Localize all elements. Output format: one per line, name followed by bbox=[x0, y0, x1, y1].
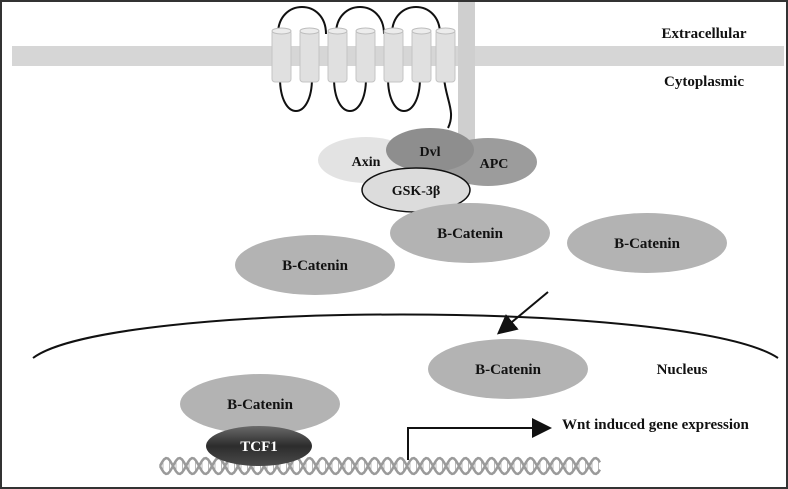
dvl-shape bbox=[386, 128, 474, 172]
frizzled-extracellular-loops bbox=[277, 6, 441, 35]
beta-catenin-complex-bound bbox=[390, 203, 550, 263]
frizzled-receptor bbox=[271, 29, 456, 83]
label-apc: APC bbox=[480, 157, 509, 172]
beta-catenin-dna-bound bbox=[180, 374, 340, 434]
label-extracellular: Extracellular bbox=[662, 26, 747, 42]
label-gsk3b: GSK-3β bbox=[392, 184, 441, 199]
beta-catenin-cytoplasmic-left bbox=[235, 235, 395, 295]
label-cytoplasmic: Cytoplasmic bbox=[664, 74, 744, 90]
nuclear-envelope bbox=[32, 313, 779, 359]
label-gene-expression: Wnt induced gene expression bbox=[562, 417, 749, 433]
label-beta-catenin-cytoplasmic-left: B-Catenin bbox=[282, 258, 348, 274]
translocation-arrow bbox=[496, 291, 549, 335]
beta-catenin-nuclear bbox=[428, 339, 588, 399]
label-beta-catenin-cytoplasmic-right: B-Catenin bbox=[614, 236, 680, 252]
frizzled-intracellular-loops bbox=[279, 77, 453, 129]
label-beta-catenin-nuclear: B-Catenin bbox=[475, 362, 541, 378]
label-nucleus: Nucleus bbox=[657, 362, 708, 378]
beta-catenin-cytoplasmic-right bbox=[567, 213, 727, 273]
label-tcf1: TCF1 bbox=[240, 439, 278, 455]
tcf1-shape bbox=[206, 426, 312, 466]
label-beta-catenin-dna-bound: B-Catenin bbox=[227, 397, 293, 413]
label-axin: Axin bbox=[352, 155, 381, 170]
gene-expression-arrow bbox=[407, 418, 552, 460]
label-dvl: Dvl bbox=[420, 145, 441, 160]
co-receptor bbox=[458, 2, 475, 142]
label-beta-catenin-complex-bound: B-Catenin bbox=[437, 226, 503, 242]
